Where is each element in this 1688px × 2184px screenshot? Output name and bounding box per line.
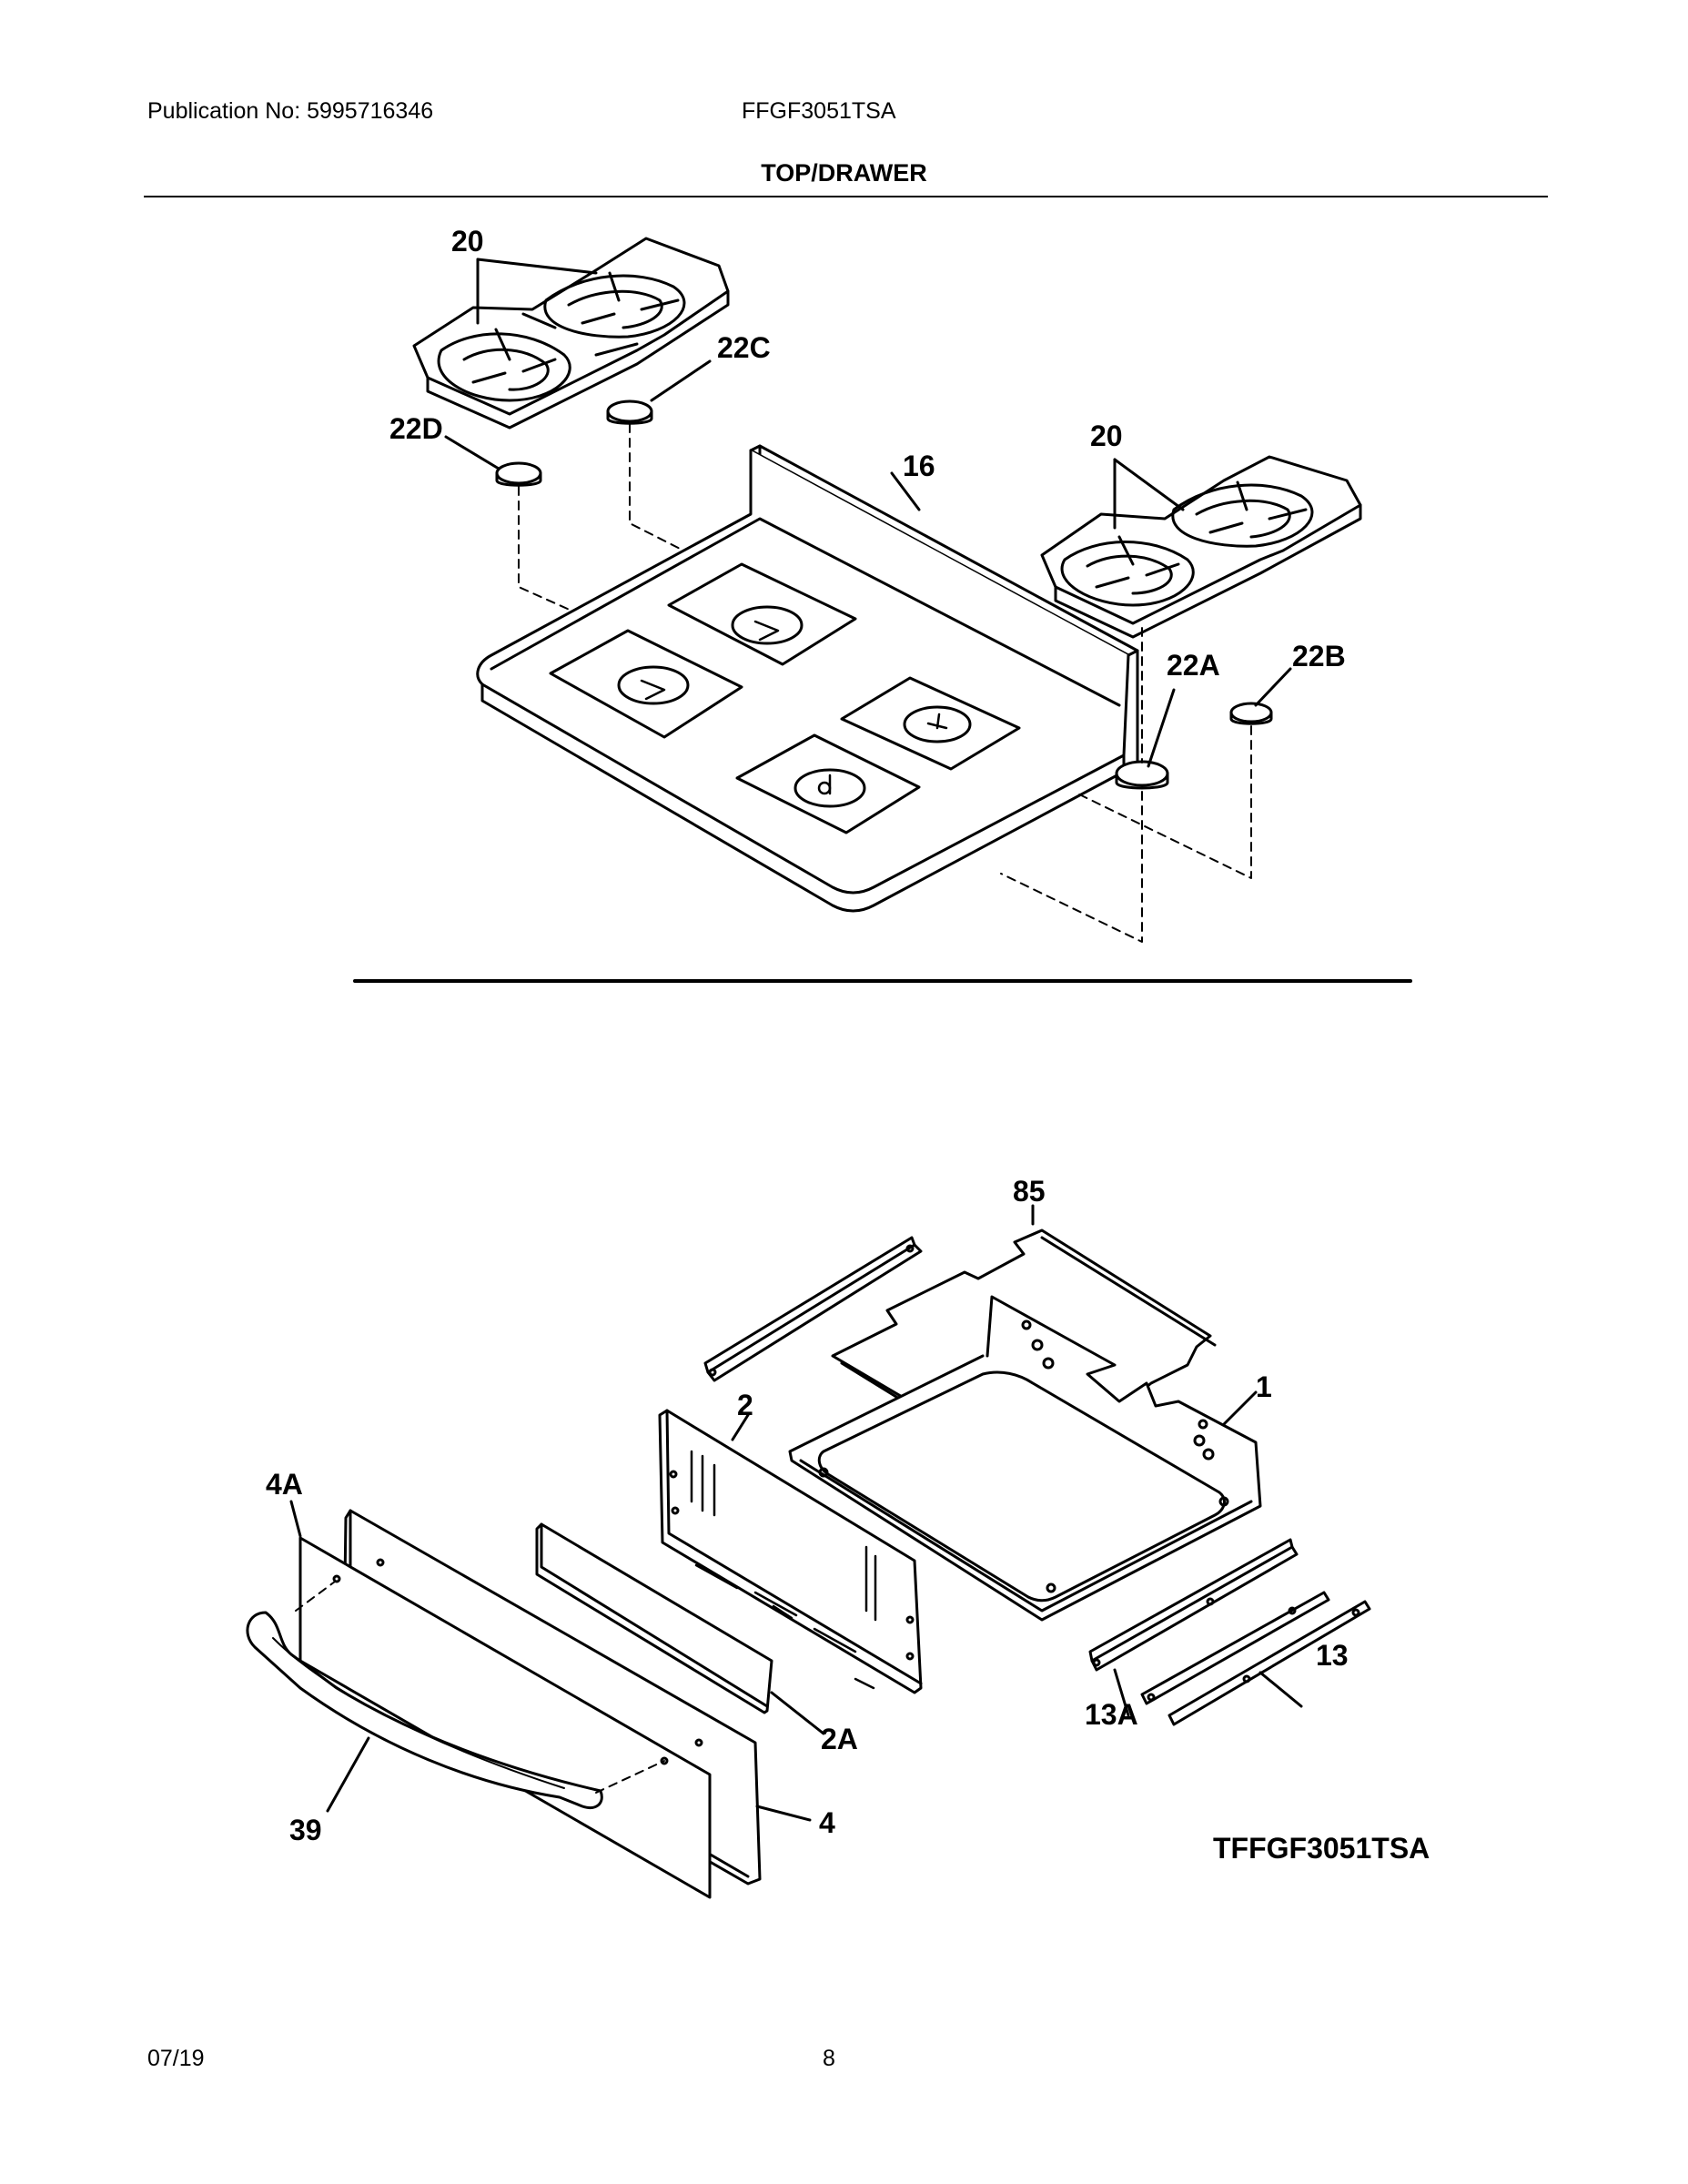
section-title: TOP/DRAWER (761, 159, 927, 187)
drawer-tub (788, 1295, 1262, 1622)
publication-number: Publication No: 5995716346 (147, 98, 434, 124)
callout-2: 2 (737, 1389, 753, 1421)
page-number: 8 (823, 2046, 835, 2071)
left-grate (412, 237, 730, 430)
callout-39: 39 (289, 1814, 322, 1846)
callout-16: 16 (903, 450, 935, 482)
callout-22a: 22A (1167, 649, 1220, 682)
callout-1: 1 (1256, 1370, 1272, 1403)
callout-22d: 22D (389, 412, 443, 445)
callout-22c: 22C (717, 331, 771, 364)
callout-4: 4 (819, 1806, 835, 1839)
drawer-front-liner (298, 1536, 712, 1899)
burner-cap-22c (606, 399, 653, 425)
callout-13: 13 (1316, 1639, 1349, 1672)
callout-2a: 2A (821, 1723, 858, 1755)
drawer-handle (246, 1611, 603, 1809)
lower-slide-13a (1088, 1538, 1330, 1705)
callout-20-right: 20 (1090, 420, 1123, 452)
callout-20-left: 20 (451, 225, 484, 258)
drawer-baffle (535, 1522, 773, 1714)
burner-cap-22b (1229, 702, 1273, 725)
footer-date: 07/19 (147, 2046, 205, 2071)
cooktop (476, 444, 1139, 913)
upper-slide-rail (703, 1236, 923, 1382)
diagram-code: TFFGF3051TSA (1213, 1832, 1430, 1865)
drawer-back (658, 1409, 923, 1694)
callout-4a: 4A (266, 1468, 303, 1501)
callout-13a: 13A (1085, 1698, 1138, 1731)
right-grate (1040, 455, 1362, 639)
lower-slide-13 (1167, 1600, 1371, 1726)
header-rule (144, 196, 1548, 197)
callout-85: 85 (1013, 1175, 1046, 1208)
burner-cap-22d (495, 461, 542, 487)
model-number: FFGF3051TSA (742, 98, 896, 124)
callout-22b: 22B (1292, 640, 1346, 672)
burner-cap-22a (1115, 760, 1169, 790)
